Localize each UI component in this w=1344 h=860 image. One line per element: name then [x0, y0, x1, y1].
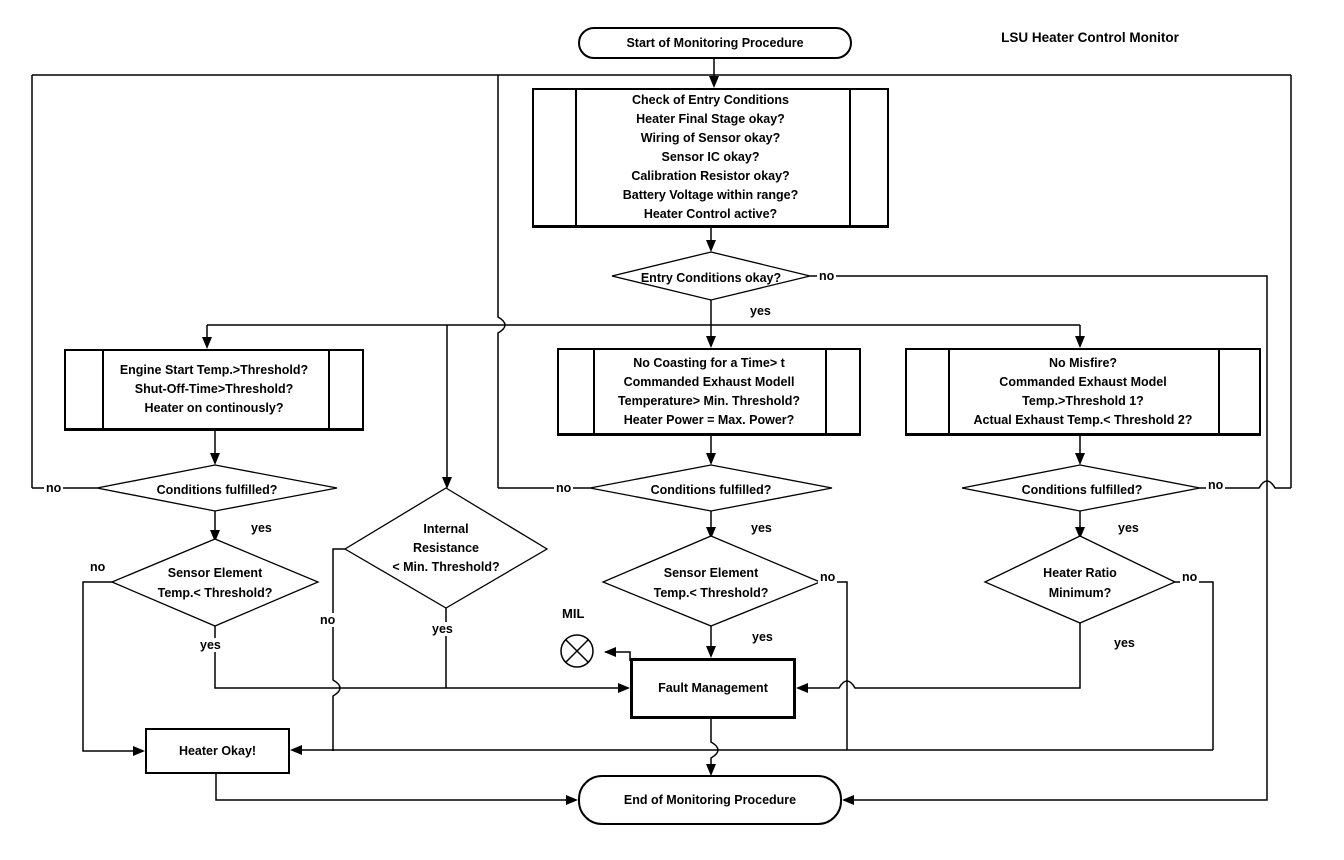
middle-check-line: Commanded Exhaust Modell — [623, 374, 795, 389]
edge-fault-end — [710, 718, 719, 773]
process-bar — [849, 90, 851, 225]
edge-ratio-no — [1175, 581, 1214, 750]
edge-leftsensor-no — [82, 581, 143, 752]
right-check-box: No Misfire? Commanded Exhaust Model Temp… — [905, 348, 1261, 436]
heater-ratio-diamond — [983, 535, 1177, 624]
middle-sensor-diamond — [601, 535, 822, 627]
edge-ratio-yes — [800, 623, 1081, 689]
edge-internal-no — [332, 548, 345, 751]
arrowheads — [133, 76, 1085, 805]
entry-check-line: Heater Final Stage okay? — [636, 112, 785, 126]
middle-check-line: Temperature> Min. Threshold? — [617, 393, 801, 408]
process-bar — [593, 350, 595, 433]
process-bar — [1218, 350, 1220, 433]
edge-no-bus — [31, 74, 1292, 489]
heater-ratio-yes-label: yes — [1112, 636, 1137, 650]
right-conditions-diamond — [961, 464, 1201, 512]
left-check-line: Heater on continously? — [144, 401, 284, 415]
diagram-title: LSU Heater Control Monitor — [1001, 30, 1179, 45]
heater-ratio-no-label: no — [1180, 570, 1200, 584]
left-sensor-diamond — [110, 538, 320, 627]
right-cond-no-label: no — [1206, 478, 1226, 492]
middle-check-line: No Coasting for a Time> t — [633, 355, 785, 370]
middle-check-line: Heater Power = Max. Power? — [623, 412, 795, 427]
edge-heater-end — [215, 773, 576, 801]
entry-check-line: Sensor IC okay? — [661, 150, 760, 164]
right-check-line: No Misfire? — [1048, 355, 1118, 370]
fault-management-label: Fault Management — [658, 681, 768, 695]
edge-midsensor-no — [820, 581, 848, 750]
left-cond-no-label: no — [44, 481, 64, 495]
right-check-line: Temp.>Threshold 1? — [1022, 393, 1144, 408]
entry-yes-label: yes — [748, 304, 773, 318]
middle-check-box: No Coasting for a Time> t Commanded Exha… — [557, 348, 861, 436]
end-node: End of Monitoring Procedure — [578, 775, 842, 825]
left-cond-yes-label: yes — [249, 521, 274, 535]
mil-label: MIL — [560, 606, 587, 621]
entry-check-line: Battery Voltage within range? — [622, 188, 799, 202]
entry-decision-diamond — [611, 251, 811, 301]
middle-conditions-diamond — [589, 464, 833, 512]
process-bar — [575, 90, 577, 225]
mil-lamp-icon — [560, 634, 594, 668]
left-sensor-yes-label: yes — [198, 638, 223, 652]
middle-cond-no-label: no — [554, 481, 574, 495]
left-check-box: Engine Start Temp.>Threshold? Shut-Off-T… — [64, 349, 364, 431]
start-label: Start of Monitoring Procedure — [626, 35, 804, 50]
left-check-line: Engine Start Temp.>Threshold? — [119, 363, 309, 377]
end-label: End of Monitoring Procedure — [623, 792, 797, 807]
right-check-line: Actual Exhaust Temp.< Threshold 2? — [973, 412, 1193, 427]
middle-sensor-yes-label: yes — [750, 630, 775, 644]
process-bar — [825, 350, 827, 433]
heater-okay-box: Heater Okay! — [145, 728, 290, 774]
internal-resistance-diamond — [343, 487, 549, 609]
start-node: Start of Monitoring Procedure — [578, 27, 852, 59]
edge-yes-bus — [206, 300, 1081, 486]
process-bar — [948, 350, 950, 433]
entry-no-label: no — [817, 269, 837, 283]
internal-no-label: no — [318, 613, 338, 627]
fault-management-box: Fault Management — [630, 658, 796, 719]
internal-yes-label: yes — [430, 622, 455, 636]
process-bar — [328, 351, 330, 428]
right-cond-yes-label: yes — [1116, 521, 1141, 535]
left-check-line: Shut-Off-Time>Threshold? — [134, 382, 294, 396]
entry-check-line: Calibration Resistor okay? — [631, 169, 790, 183]
process-bar — [102, 351, 104, 428]
entry-check-line: Wiring of Sensor okay? — [640, 131, 781, 145]
left-conditions-diamond — [96, 464, 338, 512]
middle-cond-yes-label: yes — [749, 521, 774, 535]
edge-entry-no-end — [810, 275, 1268, 801]
left-sensor-no-label: no — [88, 560, 108, 574]
right-check-line: Commanded Exhaust Model — [999, 374, 1167, 389]
entry-check-line: Check of Entry Conditions — [632, 93, 789, 107]
entry-check-line: Heater Control active? — [643, 207, 778, 221]
middle-sensor-no-label: no — [818, 570, 838, 584]
heater-okay-label: Heater Okay! — [178, 743, 257, 758]
entry-check-box: Check of Entry Conditions Heater Final S… — [532, 88, 889, 228]
